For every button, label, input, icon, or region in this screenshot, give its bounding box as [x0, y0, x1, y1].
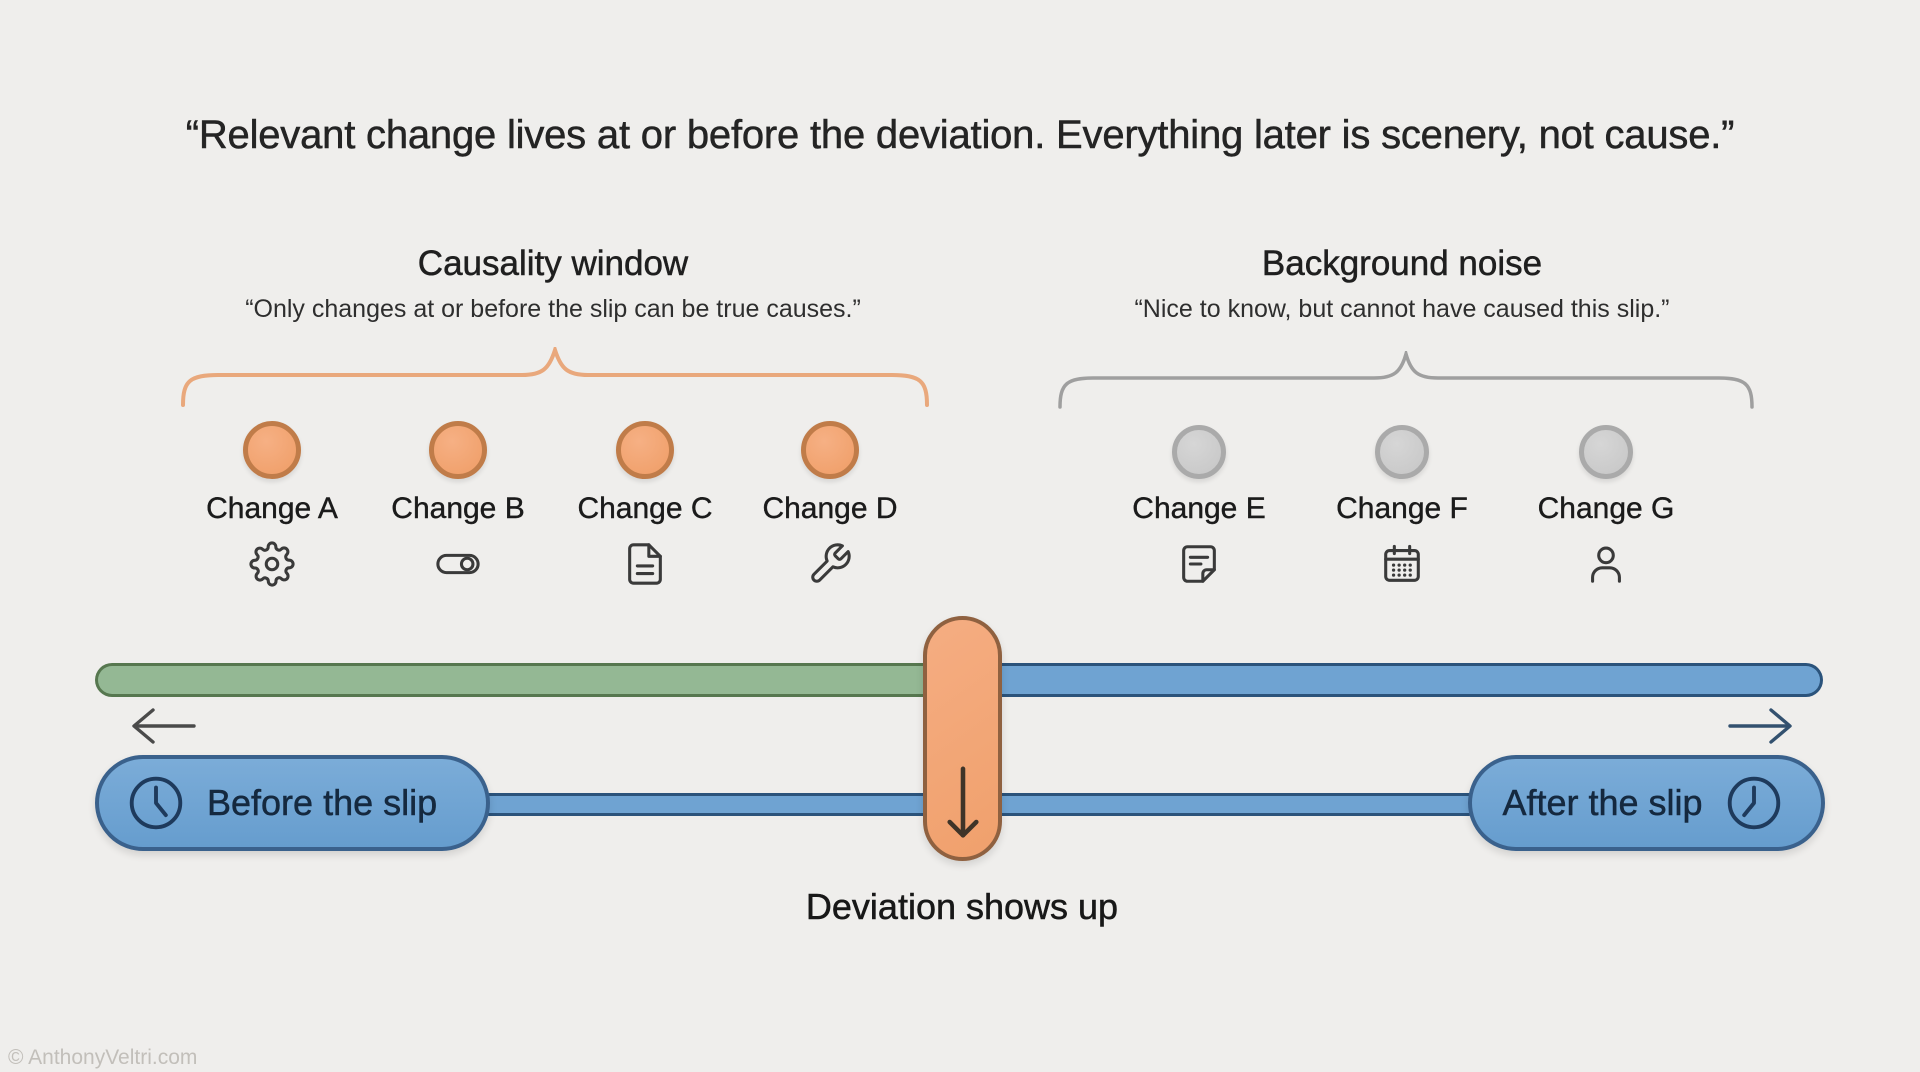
- change-item-d: Change D: [738, 421, 922, 588]
- after-the-slip-pill: After the slip: [1468, 755, 1825, 851]
- calendar-icon: [1379, 540, 1425, 588]
- change-label: Change B: [391, 492, 525, 525]
- change-dot: [616, 421, 674, 479]
- gear-icon: [249, 540, 295, 588]
- wrench-icon: [807, 540, 853, 588]
- deviation-label: Deviation shows up: [805, 886, 1119, 927]
- causality-window-heading: Causality window: [417, 244, 689, 284]
- change-label: Change E: [1132, 492, 1266, 525]
- left-arrow-icon: [126, 704, 198, 748]
- clock-icon: [1723, 772, 1785, 834]
- change-dot: [1172, 425, 1226, 479]
- clock-icon: [125, 772, 187, 834]
- watermark: © AnthonyVeltri.com: [8, 1046, 198, 1069]
- causality-window-quote: “Only changes at or before the slip can …: [245, 295, 861, 323]
- change-dot: [801, 421, 859, 479]
- toggle-icon: [433, 540, 483, 588]
- document-icon: [622, 540, 668, 588]
- timeline-before-bar: [95, 663, 965, 697]
- change-dot: [429, 421, 487, 479]
- down-arrow-icon: [944, 763, 982, 843]
- before-the-slip-pill: Before the slip: [95, 755, 490, 851]
- change-item-a: Change A: [180, 421, 364, 588]
- background-noise-heading: Background noise: [1261, 244, 1543, 284]
- deviation-marker: [923, 616, 1002, 861]
- note-icon: [1176, 540, 1222, 588]
- timeline-after-bar: [965, 663, 1823, 697]
- main-title: “Relevant change lives at or before the …: [185, 113, 1735, 158]
- causality-brace: [180, 347, 930, 407]
- background-noise-quote: “Nice to know, but cannot have caused th…: [1134, 295, 1670, 323]
- person-icon: [1583, 540, 1629, 588]
- noise-brace: [1057, 351, 1755, 409]
- change-dot: [1579, 425, 1633, 479]
- change-item-f: Change F: [1310, 421, 1494, 588]
- change-item-b: Change B: [366, 421, 550, 588]
- before-the-slip-label: Before the slip: [207, 782, 438, 824]
- change-label: Change D: [762, 492, 898, 525]
- right-arrow-icon: [1726, 704, 1798, 748]
- change-label: Change G: [1537, 492, 1675, 525]
- change-dot: [243, 421, 301, 479]
- change-item-g: Change G: [1514, 421, 1698, 588]
- change-label: Change A: [206, 492, 338, 525]
- change-item-c: Change C: [553, 421, 737, 588]
- change-label: Change C: [577, 492, 713, 525]
- after-the-slip-label: After the slip: [1502, 782, 1703, 824]
- change-item-e: Change E: [1107, 421, 1291, 588]
- change-label: Change F: [1336, 492, 1468, 525]
- change-dot: [1375, 425, 1429, 479]
